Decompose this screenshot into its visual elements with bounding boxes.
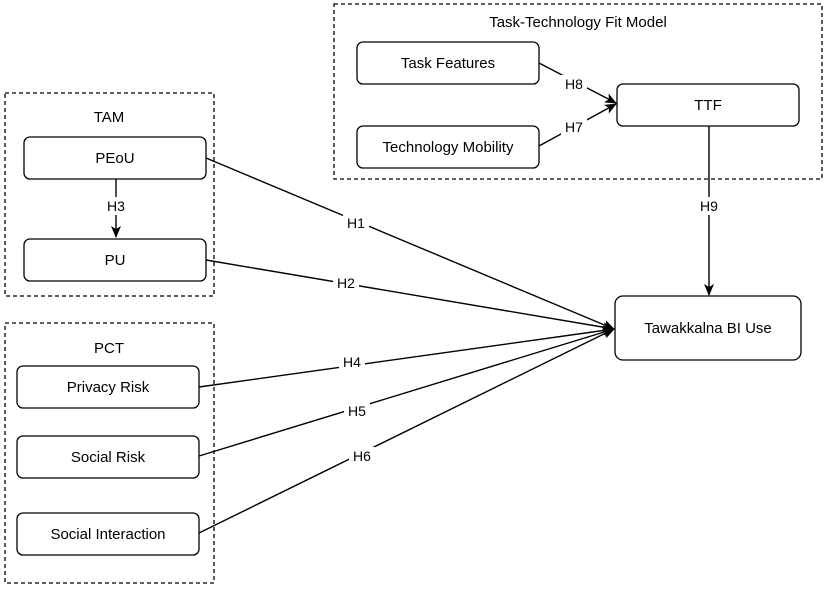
node-peou: PEoU (23, 136, 207, 180)
ttf-model-group-label: Task-Technology Fit Model (489, 14, 667, 31)
pct-group-label: PCT (94, 340, 124, 357)
svg-text:H9: H9 (700, 198, 718, 214)
tam-group: TAM (4, 92, 215, 297)
svg-text:PU: PU (105, 252, 126, 269)
edge-label-h5: H5 (344, 402, 370, 420)
svg-text:Social Risk: Social Risk (71, 449, 146, 466)
svg-text:Social Interaction: Social Interaction (50, 526, 165, 543)
edge-h4 (198, 325, 615, 388)
node-ttf: TTF (616, 83, 800, 127)
svg-text:Tawakkalna BI Use: Tawakkalna BI Use (644, 320, 772, 337)
tam-group-label: TAM (94, 109, 125, 126)
edge-label-h8: H8 (561, 75, 587, 93)
node-social-interaction: Social Interaction (16, 512, 200, 556)
edge-labels: H8 H7 H9 H3 H1 H2 H4 H5 (103, 75, 722, 465)
pct-group: PCT (4, 322, 215, 584)
edge-label-h7: H7 (561, 118, 587, 136)
svg-text:Privacy Risk: Privacy Risk (67, 379, 150, 396)
svg-text:H4: H4 (343, 354, 361, 370)
edge-label-h3: H3 (103, 197, 129, 215)
node-technology-mobility: Technology Mobility (356, 125, 540, 169)
node-tawakkalna-bi-use: Tawakkalna BI Use (614, 295, 802, 361)
svg-text:PEoU: PEoU (95, 150, 134, 167)
edge-label-h2: H2 (333, 274, 359, 292)
edge-h6 (198, 328, 615, 534)
edge-label-h4: H4 (339, 353, 365, 371)
svg-text:Technology Mobility: Technology Mobility (383, 139, 514, 156)
edge-h1 (205, 157, 615, 330)
svg-text:H3: H3 (107, 198, 125, 214)
svg-text:H6: H6 (353, 448, 371, 464)
node-pu: PU (23, 238, 207, 282)
svg-text:H5: H5 (348, 403, 366, 419)
edge-label-h6: H6 (349, 447, 375, 465)
edge-h5 (198, 327, 615, 457)
edge-label-h1: H1 (343, 214, 369, 232)
node-privacy-risk: Privacy Risk (16, 365, 200, 409)
svg-text:H7: H7 (565, 119, 583, 135)
edges (111, 62, 714, 534)
node-task-features: Task Features (356, 41, 540, 85)
ttf-model-group: Task-Technology Fit Model (333, 3, 823, 180)
svg-text:TTF: TTF (694, 97, 722, 114)
svg-text:Task Features: Task Features (401, 55, 495, 72)
node-social-risk: Social Risk (16, 435, 200, 479)
svg-text:H8: H8 (565, 76, 583, 92)
svg-text:H1: H1 (347, 215, 365, 231)
edge-label-h9: H9 (696, 197, 722, 215)
svg-text:H2: H2 (337, 275, 355, 291)
edge-h2 (205, 259, 615, 333)
